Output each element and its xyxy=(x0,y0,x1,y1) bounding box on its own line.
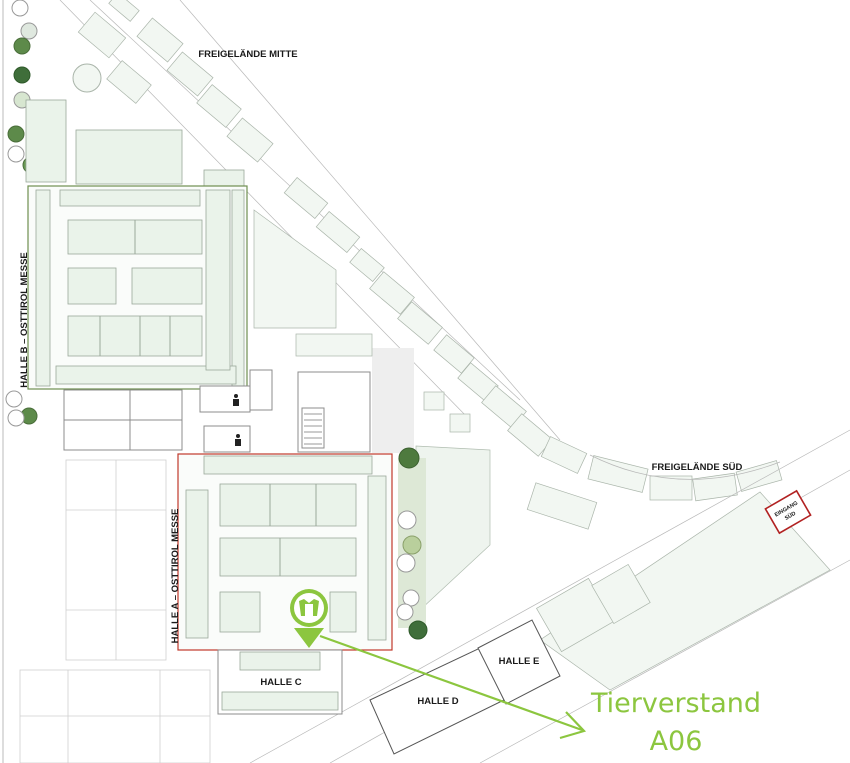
label-halle-a: HALLE A – OSTTIROL MESSE xyxy=(170,509,181,644)
callout-stand-number: A06 xyxy=(650,726,703,757)
connector-building xyxy=(63,369,371,453)
callout-arrow xyxy=(319,634,587,740)
freigelaende-mitte-blocks xyxy=(72,0,553,457)
entrance-south xyxy=(764,489,812,535)
freigelaende-sued-blocks xyxy=(526,436,783,530)
restroom-icon xyxy=(230,392,242,406)
restroom-icon xyxy=(232,432,244,446)
open-areas xyxy=(253,209,831,691)
map-pin-icon[interactable] xyxy=(290,589,328,648)
trees-east xyxy=(396,447,428,640)
halle-b xyxy=(25,99,248,390)
courts xyxy=(19,459,211,763)
label-freigelaende-sued: FREIGELÄNDE SÜD xyxy=(652,462,743,473)
label-halle-c: HALLE C xyxy=(260,677,301,688)
halle-a xyxy=(177,453,393,651)
label-halle-d: HALLE D xyxy=(417,696,458,707)
callout-title: Tierverstand xyxy=(590,688,761,719)
label-halle-e: HALLE E xyxy=(499,656,540,667)
label-eingang-sued: SÜD xyxy=(783,510,797,522)
label-freigelaende-mitte: FREIGELÄNDE MITTE xyxy=(198,49,297,60)
halle-e xyxy=(477,619,561,705)
label-halle-b: HALLE B – OSTTIROL MESSE xyxy=(19,252,30,387)
halle-c xyxy=(217,649,343,715)
